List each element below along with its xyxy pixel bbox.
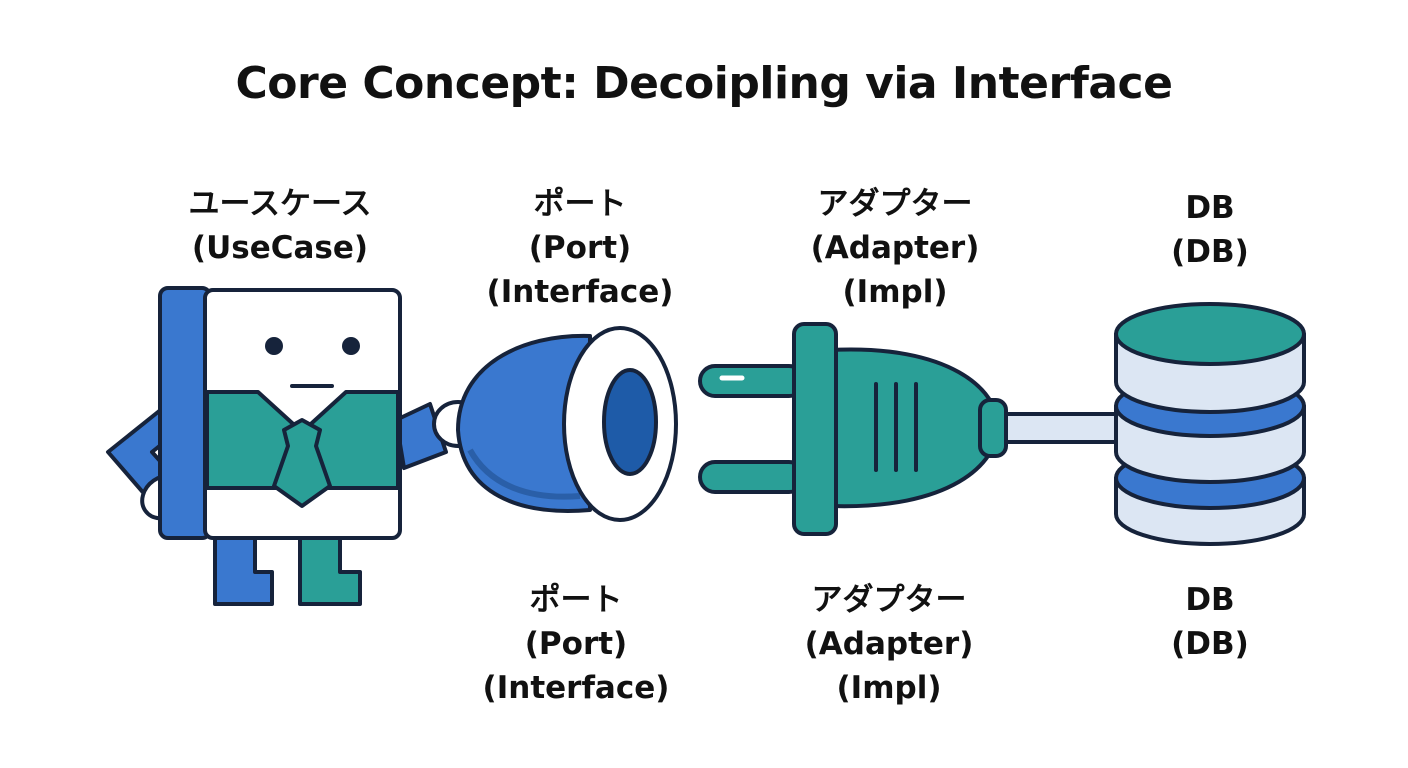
adapter-label-bottom: アダプター (Adapter) (Impl): [774, 578, 1004, 710]
robot-right-eye: [342, 337, 360, 355]
adapter-label-bottom-en: (Adapter): [804, 626, 974, 662]
socket-body: [456, 333, 592, 513]
db-label-bottom-sub: (DB): [1171, 626, 1249, 662]
db-label-top: DB (DB): [1120, 186, 1300, 274]
plug-cable: [996, 412, 1120, 444]
robot-side-panel: [158, 286, 212, 540]
plug-icon: [698, 322, 1120, 536]
plug-prong-top: [698, 364, 806, 398]
robot-left-leg: [213, 528, 274, 606]
db-label-bottom: DB (DB): [1120, 578, 1300, 666]
adapter-label-bottom-sub: (Impl): [836, 670, 942, 706]
diagram-title: Core Concept: Decoipling via Interface: [235, 58, 1173, 109]
socket-hole: [602, 368, 658, 476]
port-label-sub: (Interface): [486, 274, 674, 310]
plug-prong-bottom: [698, 460, 806, 494]
adapter-label-sub: (Impl): [842, 274, 948, 310]
robot-character-icon: [106, 286, 484, 606]
robot-tie: [272, 418, 332, 508]
adapter-label-jp: アダプター: [817, 186, 973, 222]
db-top-cap: [1114, 302, 1306, 366]
robot-left-eye: [265, 337, 283, 355]
usecase-label-top: ユースケース (UseCase): [150, 182, 410, 270]
port-label-bottom-en: (Port): [524, 626, 628, 662]
usecase-label-jp: ユースケース: [188, 186, 372, 222]
plug-collar: [978, 398, 1008, 458]
usecase-label-en: (UseCase): [191, 230, 369, 266]
database-icon: [1114, 302, 1306, 546]
port-label-en: (Port): [528, 230, 632, 266]
port-label-bottom: ポート (Port) (Interface): [466, 578, 686, 710]
port-label-bottom-sub: (Interface): [482, 670, 670, 706]
robot-right-leg: [298, 528, 362, 606]
port-label-bottom-jp: ポート: [529, 582, 623, 618]
port-label-top: ポート (Port) (Interface): [470, 182, 690, 314]
plug-flange: [792, 322, 838, 536]
db-label-bottom-name: DB: [1185, 582, 1235, 618]
port-label-jp: ポート: [533, 186, 627, 222]
adapter-label-top: アダプター (Adapter) (Impl): [780, 182, 1010, 314]
db-label-sub: (DB): [1171, 234, 1249, 270]
socket-icon: [456, 326, 678, 522]
adapter-label-en: (Adapter): [810, 230, 980, 266]
db-label-name: DB: [1185, 190, 1235, 226]
adapter-label-bottom-jp: アダプター: [811, 582, 967, 618]
